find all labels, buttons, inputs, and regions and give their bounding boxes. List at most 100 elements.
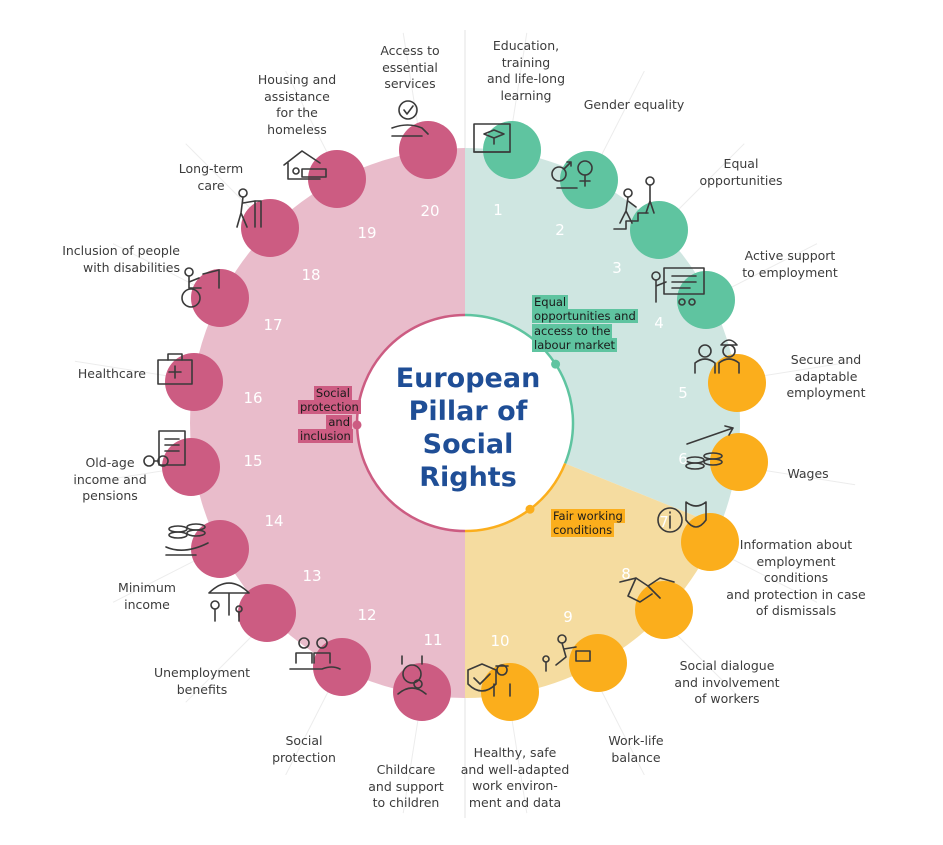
- principle-label: Information about employment conditions …: [726, 537, 866, 618]
- principle-label: Education, training and life-long learni…: [486, 38, 566, 103]
- checkmark-hand-icon: [391, 100, 429, 137]
- principle-number: 9: [563, 608, 573, 626]
- principle-circle: [241, 199, 299, 257]
- principle-11: [393, 655, 451, 721]
- principle-number: 16: [243, 389, 263, 407]
- principle-3: [613, 176, 688, 259]
- principle-circle: [399, 121, 457, 179]
- principle-circle: [630, 201, 688, 259]
- principle-5: [694, 339, 766, 412]
- info-shield-icon: [657, 501, 707, 533]
- climbing-stairs-icon: [613, 176, 655, 230]
- principle-12: [289, 637, 371, 696]
- principle-number: 6: [678, 450, 688, 468]
- coins-in-hand-icon: [165, 523, 209, 556]
- principle-18: [236, 188, 299, 257]
- gender-symbols-icon: [551, 160, 593, 189]
- teaching-screen-icon: [473, 123, 511, 153]
- principle-7: [657, 501, 739, 571]
- principle-16: [157, 353, 223, 411]
- connector-dot: [551, 359, 561, 369]
- principle-14: [165, 520, 249, 578]
- coin-stacks-arrow-icon: [685, 425, 734, 470]
- principle-circle: [191, 269, 249, 327]
- group-label-equal-opportunities: Equal opportunities and access to the la…: [532, 294, 638, 352]
- principle-circle: [483, 121, 541, 179]
- principle-circle: [560, 151, 618, 209]
- principle-6: [685, 425, 768, 491]
- umbrella-people-icon: [208, 582, 250, 622]
- principle-17: [181, 267, 249, 327]
- principle-label: Wages: [787, 466, 829, 481]
- principle-label: Equal opportunities: [699, 156, 783, 188]
- safety-worker-icon: [467, 663, 511, 697]
- glasses-document-icon: [143, 430, 186, 467]
- principle-circle: [313, 638, 371, 696]
- principle-15: [143, 430, 220, 496]
- walker-person-icon: [236, 188, 262, 228]
- principle-number: 14: [264, 512, 284, 530]
- principle-number: 5: [678, 384, 688, 402]
- principle-circle: [238, 584, 296, 642]
- principle-label: Social protection: [272, 733, 336, 765]
- principle-label: Healthcare: [77, 366, 146, 381]
- principle-label: Active support to employment: [742, 248, 838, 280]
- principle-circle: [710, 433, 768, 491]
- principle-circle: [191, 520, 249, 578]
- house-bed-icon: [283, 150, 327, 180]
- principle-circle: [165, 353, 223, 411]
- group-label-fair-working-conditions: Fair working conditions: [551, 508, 625, 537]
- handshake-icon: [619, 577, 675, 603]
- principle-8: [619, 577, 693, 639]
- principle-number: 2: [555, 221, 565, 239]
- principle-circle: [708, 354, 766, 412]
- principle-circle: [162, 438, 220, 496]
- principle-label: Gender equality: [583, 97, 685, 112]
- principle-label: Minimum income: [118, 580, 176, 612]
- workers-icon: [694, 339, 740, 374]
- principle-label: Secure and adaptable employment: [786, 352, 866, 400]
- principle-number: 4: [654, 314, 664, 332]
- principle-number: 3: [612, 259, 622, 277]
- principle-13: [208, 582, 296, 642]
- presentation-group-icon: [651, 267, 705, 306]
- principle-label: Work-life balance: [608, 733, 664, 765]
- center-arc-orange: [464, 462, 567, 533]
- principle-label: Social dialogue and involvement of worke…: [674, 658, 780, 706]
- group-label-social-protection: Social protection and inclusion: [298, 385, 361, 443]
- medical-kit-icon: [157, 353, 193, 385]
- principle-number: 20: [420, 202, 440, 220]
- connector-dot: [525, 504, 535, 514]
- principle-circle: [677, 271, 735, 329]
- principle-label: Access to essential services: [380, 43, 440, 91]
- center-circle: [357, 315, 573, 531]
- principle-label: Childcare and support to children: [368, 762, 444, 810]
- principle-10: [467, 663, 539, 721]
- principle-number: 13: [302, 567, 322, 585]
- wheelchair-desk-icon: [181, 267, 220, 308]
- principle-1: [473, 121, 541, 179]
- principle-label: Unemployment benefits: [153, 665, 251, 697]
- principle-label: Healthy, safe and well-adapted work envi…: [460, 745, 570, 810]
- diagram-title: European Pillar of Social Rights: [395, 363, 541, 493]
- principle-label: Inclusion of people with disabilities: [62, 243, 180, 275]
- principle-label: Housing and assistance for the homeless: [257, 72, 337, 137]
- principle-number: 12: [357, 606, 377, 624]
- principle-19: [283, 150, 366, 208]
- principle-circle: [308, 150, 366, 208]
- principle-number: 11: [423, 631, 443, 649]
- principle-number: 8: [621, 565, 631, 583]
- principle-number: 1: [493, 201, 503, 219]
- parent-child-icon: [397, 655, 427, 695]
- connector-dot: [352, 420, 362, 430]
- principle-label: Old-age income and pensions: [73, 455, 147, 503]
- principle-circle: [569, 634, 627, 692]
- principle-number: 10: [490, 632, 510, 650]
- principle-4: [651, 267, 735, 329]
- parent-briefcase-icon: [542, 634, 591, 672]
- principle-9: [542, 634, 627, 692]
- principle-number: 18: [301, 266, 321, 284]
- principle-2: [551, 151, 618, 209]
- principle-number: 7: [659, 513, 669, 531]
